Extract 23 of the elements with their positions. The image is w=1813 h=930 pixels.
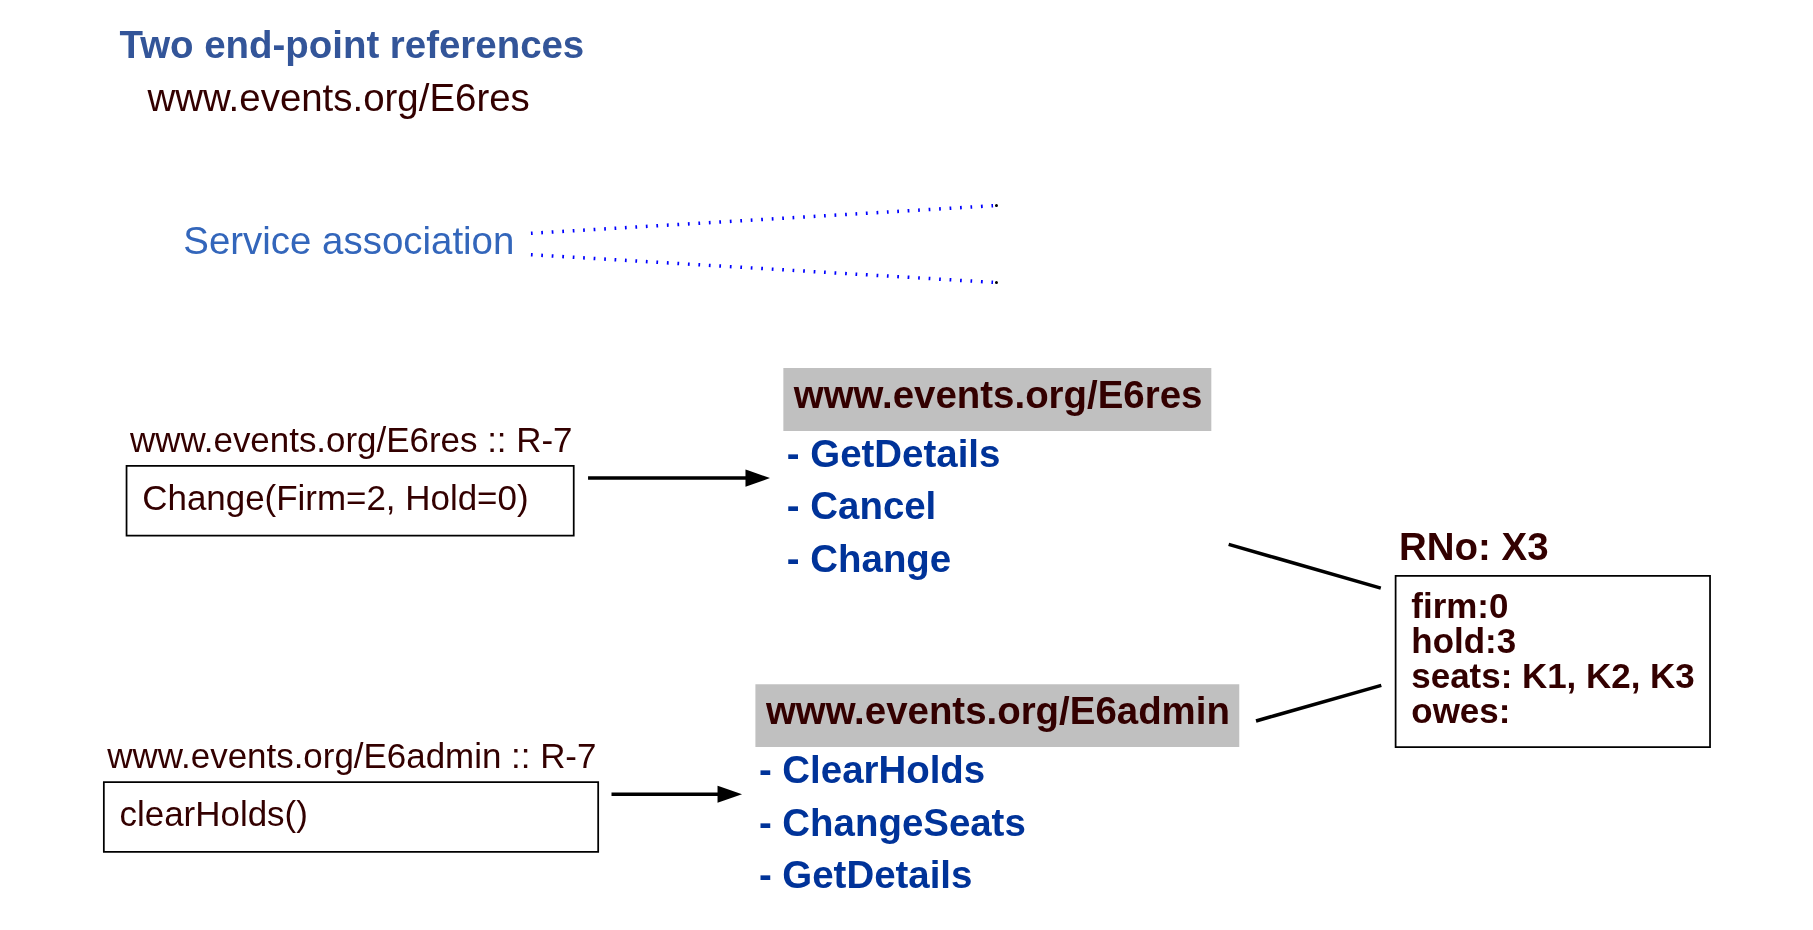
node-text: Service association (183, 218, 515, 262)
connector (1228, 542, 1382, 590)
node-label: - GetDetails (758, 852, 973, 896)
connector (530, 203, 995, 236)
label: Two end-point references (119, 23, 585, 67)
node-box: clearHolds() (102, 781, 600, 853)
node-label: RNo: X3 (1399, 524, 1549, 568)
node-label: www.events.org/E6admin :: R-7 (107, 736, 597, 776)
connector (530, 253, 995, 285)
node-box: firm:0 hold:3 seats: K1, K2, K3 owes: (1394, 575, 1711, 748)
arrow (611, 785, 742, 803)
node-label: www.events.org/E6res :: R-7 (130, 419, 573, 459)
node-box: www.events.org/E6admin (755, 684, 1240, 748)
label: www.events.org/E6res (147, 75, 530, 119)
node-box: Change(Firm=2, Hold=0) (125, 465, 575, 537)
node-label: - ChangeSeats (758, 800, 1026, 844)
arrow (588, 469, 770, 487)
node-box: www.events.org/E6res (783, 368, 1212, 431)
node-label: - GetDetails (786, 431, 1001, 475)
node-label: - ClearHolds (758, 748, 986, 792)
connector (1255, 683, 1382, 723)
node-label: - Change (786, 536, 952, 580)
node-label: - Cancel (786, 484, 937, 528)
